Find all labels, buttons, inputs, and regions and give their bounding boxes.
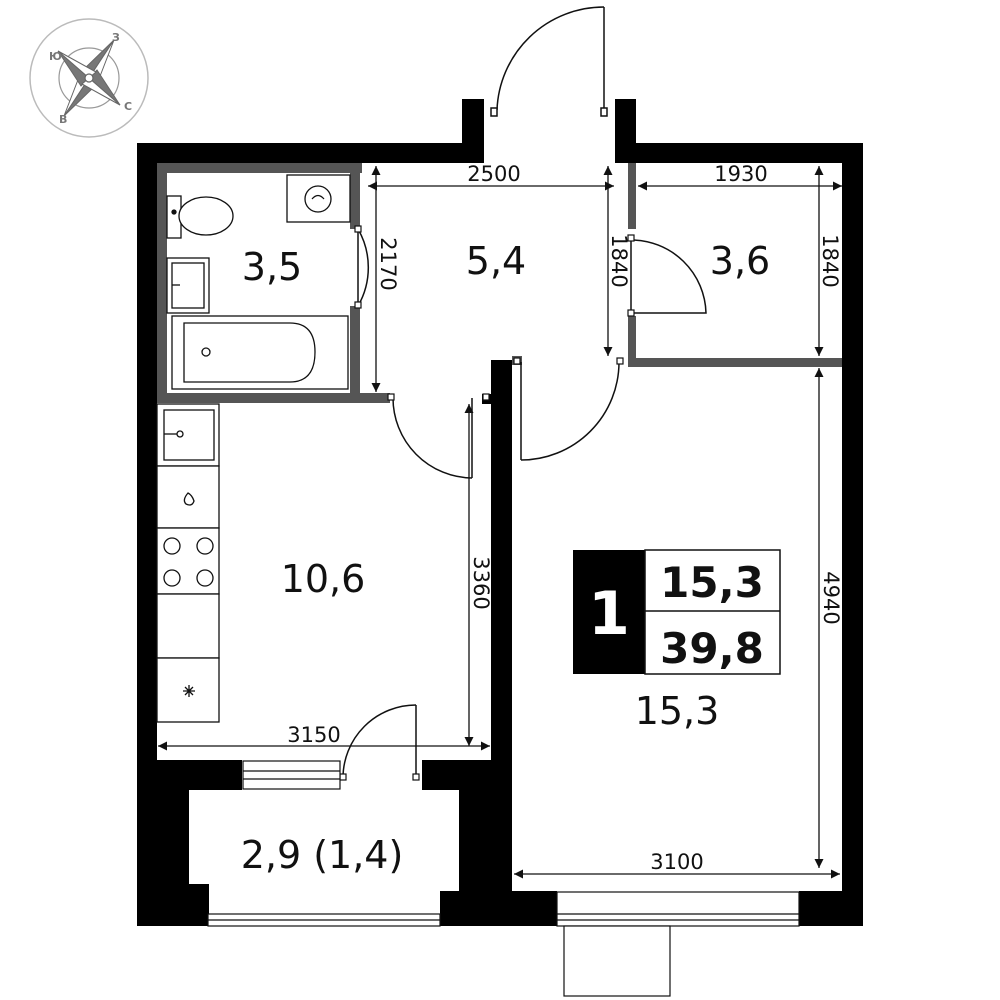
living-area-total: 15,3 xyxy=(660,558,764,607)
sink-icon xyxy=(166,257,210,314)
dimension-lines xyxy=(158,166,842,879)
stove-icon xyxy=(156,527,220,595)
room-area-hall: 5,4 xyxy=(466,239,526,283)
dim-living-depth: 4940 xyxy=(819,571,843,624)
dim-storage-width: 1930 xyxy=(714,162,767,186)
compass-icon: Ю З С В xyxy=(29,18,149,138)
fridge-icon xyxy=(156,657,220,723)
room-area-balcony: 2,9 (1,4) xyxy=(241,833,404,877)
gas-drop-icon xyxy=(183,492,195,506)
dim-hall-width: 2500 xyxy=(467,162,520,186)
room-labels: 3,5 5,4 3,6 10,6 15,3 2,9 (1,4) xyxy=(241,239,771,877)
dim-living-width: 3100 xyxy=(650,850,703,874)
dimension-labels: 2500 1930 2170 1840 1840 3360 4940 3150 … xyxy=(287,162,843,874)
kitchen-sink-icon xyxy=(156,403,220,467)
door-jambs xyxy=(339,225,635,781)
compass-label-n: З xyxy=(112,31,120,44)
dim-hall-depth: 1840 xyxy=(607,234,631,287)
compass-label-w: Ю xyxy=(49,50,62,63)
bathtub-icon xyxy=(171,315,349,390)
dim-kitchen-depth: 3360 xyxy=(469,556,493,609)
washing-machine-icon xyxy=(286,174,351,223)
summary-badge: 1 15,3 39,8 xyxy=(573,549,781,675)
room-area-living: 15,3 xyxy=(635,689,720,733)
bathroom-fixtures xyxy=(166,174,351,390)
room-area-bathroom: 3,5 xyxy=(242,245,302,289)
room-count: 1 xyxy=(588,579,630,649)
outer-walls xyxy=(137,99,863,926)
dim-kitchen-width: 3150 xyxy=(287,723,340,747)
compass-label-s: В xyxy=(59,113,67,126)
kitchen-fixtures xyxy=(156,403,220,723)
room-area-kitchen: 10,6 xyxy=(281,557,366,601)
room-area-storage: 3,6 xyxy=(710,239,770,283)
dim-bathroom-depth: 2170 xyxy=(376,237,400,290)
compass-label-e: С xyxy=(124,100,132,113)
windows xyxy=(207,760,800,997)
toilet-icon xyxy=(166,195,234,239)
dim-storage-depth: 1840 xyxy=(818,234,842,287)
apartment-area-total: 39,8 xyxy=(660,624,764,673)
